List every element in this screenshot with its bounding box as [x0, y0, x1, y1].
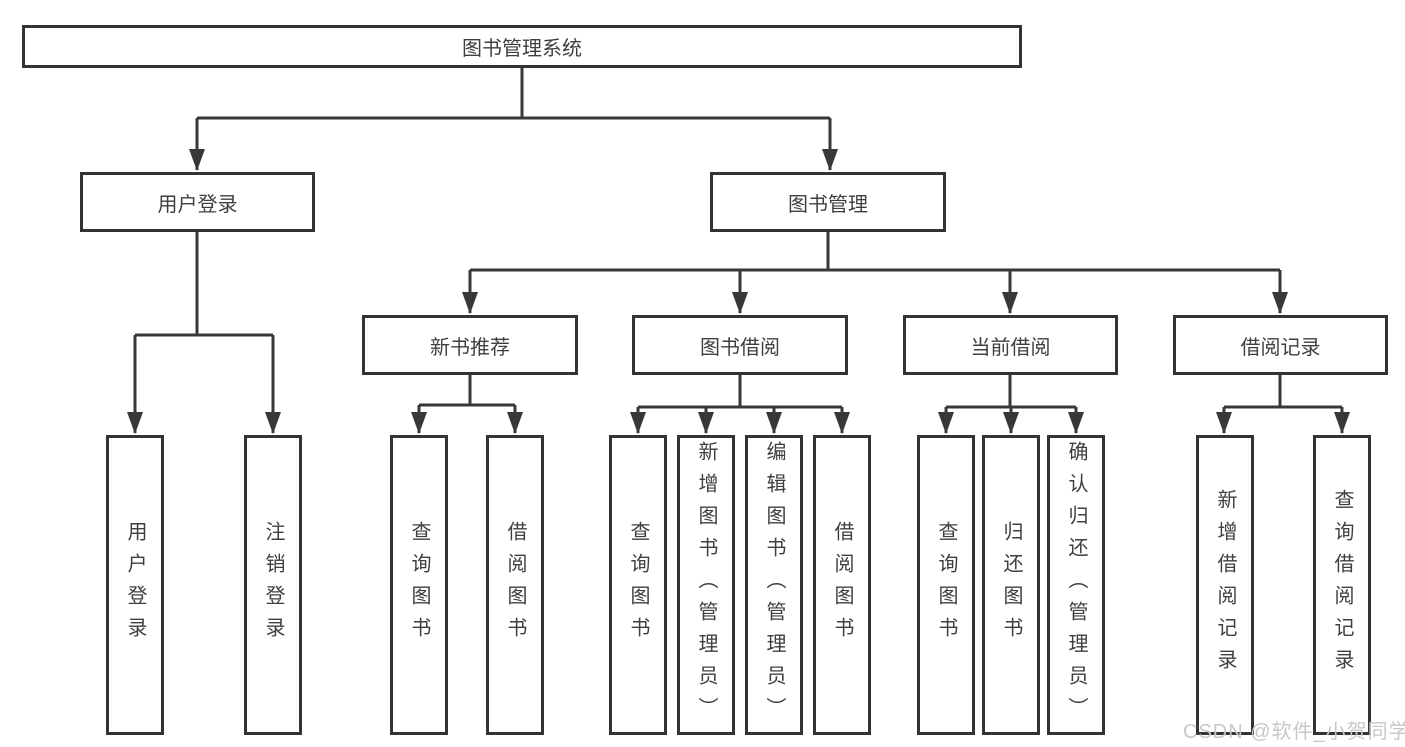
- leaf-label: 注销登录: [262, 521, 284, 649]
- node-current-borrow: 当前借阅: [903, 315, 1118, 375]
- connector-borrow-records: [1216, 375, 1350, 434]
- leaf-label: 查询借阅记录: [1331, 489, 1353, 681]
- node-new-book-rec: 新书推荐: [362, 315, 578, 375]
- leaf-query-books-current: 查询图书: [917, 435, 975, 735]
- leaf-add-book-admin: 新增图书（管理员）: [677, 435, 735, 735]
- leaf-query-books-borrow: 查询图书: [609, 435, 667, 735]
- connector-new-book-rec: [411, 375, 523, 434]
- connector-current-borrow: [938, 375, 1084, 434]
- connector-book-management: [462, 232, 1288, 314]
- node-borrow-records: 借阅记录: [1173, 315, 1388, 375]
- leaf-add-borrow-record: 新增借阅记录: [1196, 435, 1254, 735]
- leaf-label: 借阅图书: [831, 521, 853, 649]
- leaf-query-borrow-record: 查询借阅记录: [1313, 435, 1371, 735]
- leaf-query-books-rec: 查询图书: [390, 435, 448, 735]
- leaf-logout: 注销登录: [244, 435, 302, 735]
- leaf-label: 查询图书: [408, 521, 430, 649]
- leaf-label: 借阅图书: [504, 521, 526, 649]
- leaf-label: 新增借阅记录: [1214, 489, 1236, 681]
- connector-book-borrow: [630, 375, 850, 434]
- leaf-return-books: 归还图书: [982, 435, 1040, 735]
- leaf-label: 新增图书（管理员）: [695, 441, 717, 729]
- leaf-confirm-return-admin: 确认归还（管理员）: [1047, 435, 1105, 735]
- leaf-label: 归还图书: [1000, 521, 1022, 649]
- leaf-label: 编辑图书（管理员）: [763, 441, 785, 729]
- leaf-label: 查询图书: [935, 521, 957, 649]
- leaf-user-login: 用户登录: [106, 435, 164, 735]
- leaf-edit-book-admin: 编辑图书（管理员）: [745, 435, 803, 735]
- leaf-label: 确认归还（管理员）: [1065, 441, 1087, 729]
- leaf-borrow-books: 借阅图书: [813, 435, 871, 735]
- node-root: 图书管理系统: [22, 25, 1022, 68]
- leaf-label: 用户登录: [124, 521, 146, 649]
- leaf-label: 查询图书: [627, 521, 649, 649]
- csdn-watermark: CSDN @软件_小贺同学: [1183, 721, 1405, 743]
- connector-user-login: [127, 232, 281, 434]
- connector-root: [189, 68, 838, 171]
- node-book-management: 图书管理: [710, 172, 946, 232]
- leaf-borrow-books-rec: 借阅图书: [486, 435, 544, 735]
- node-book-borrow: 图书借阅: [632, 315, 848, 375]
- node-user-login: 用户登录: [80, 172, 315, 232]
